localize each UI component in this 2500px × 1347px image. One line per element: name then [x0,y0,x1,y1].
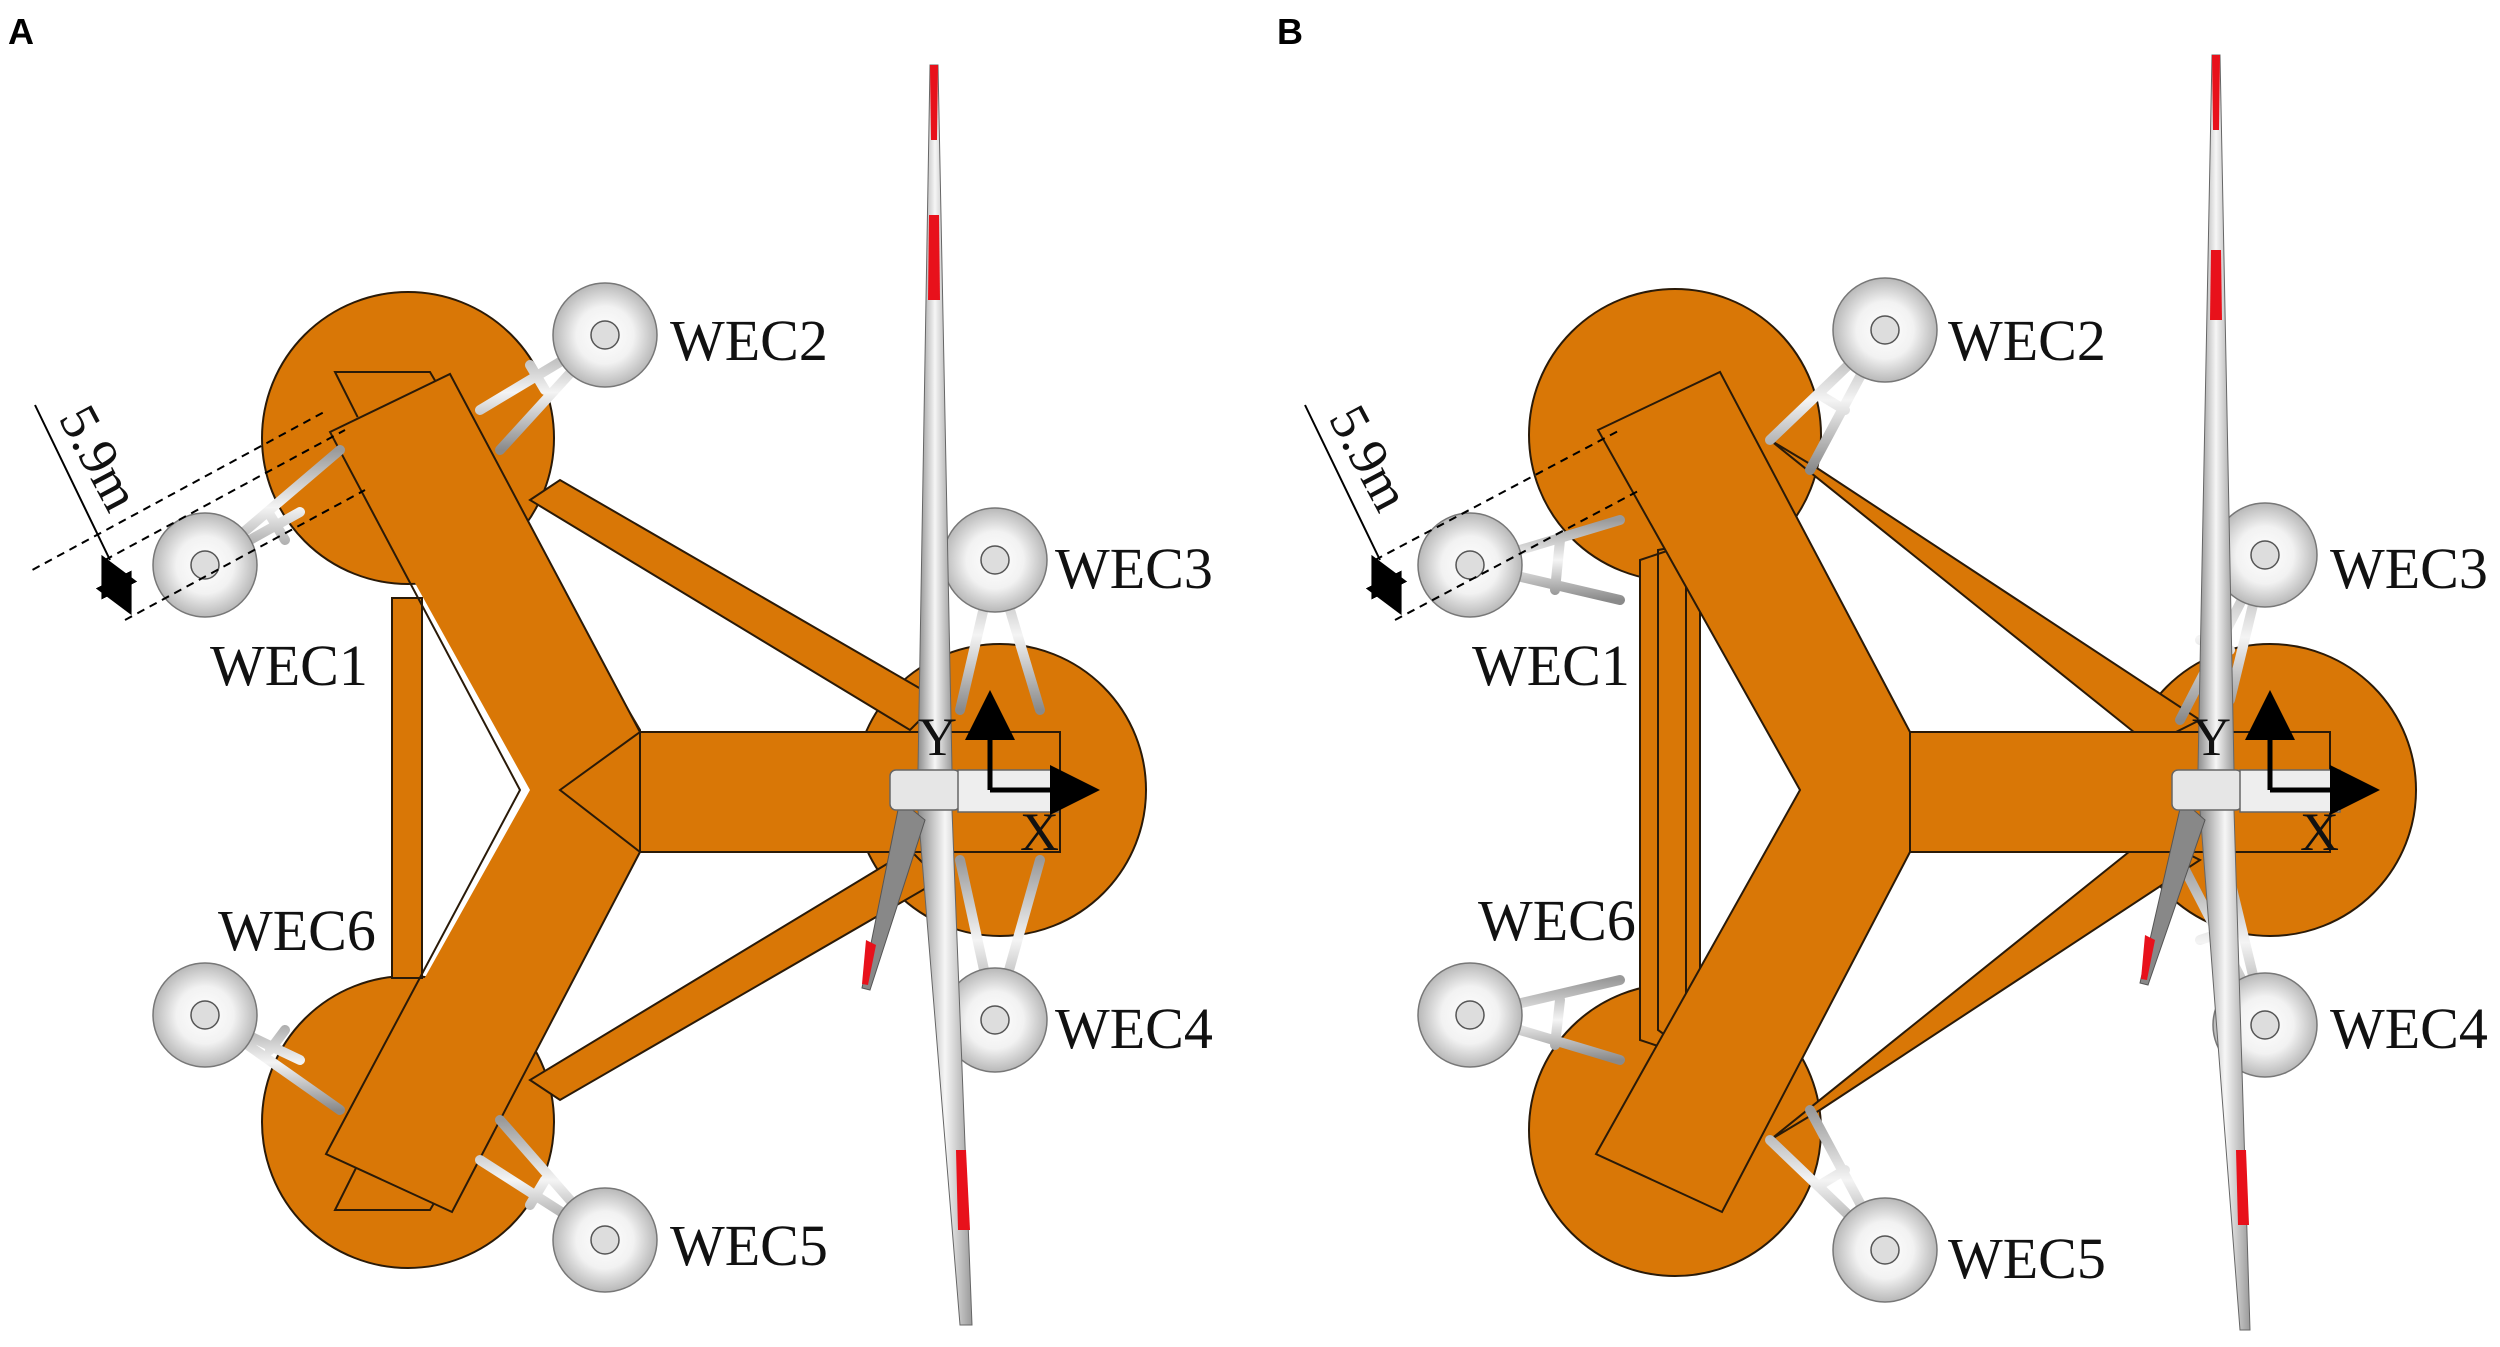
coordinate-axes: Y X [918,690,1100,862]
wec-label-1: WEC1 [210,633,368,698]
wec-float-1 [152,512,258,618]
wec-label-5: WEC5 [670,1213,828,1278]
turbine-rotor [2139,54,2341,1331]
wec-label-3: WEC3 [1055,536,1213,601]
wec-label-4: WEC4 [2330,996,2488,1061]
wec-float-4 [942,967,1048,1073]
wec-float-2 [552,282,658,388]
panel-letter: B [1277,11,1303,52]
axis-y-label: Y [2192,707,2231,767]
wec-float-6 [1417,962,1523,1068]
wec-float-3 [942,507,1048,613]
wec-float-3 [2212,502,2318,608]
coordinate-axes: Y X [2192,690,2380,862]
wec-label-2: WEC2 [670,308,828,373]
platform-bracing [391,478,942,1102]
wec-label-2: WEC2 [1948,308,2106,373]
wec-label-3: WEC3 [2330,536,2488,601]
wec-float-6 [152,962,258,1068]
wec-labels: WEC1 WEC2 WEC3 WEC4 WEC5 WEC6 [210,308,1213,1278]
wec-float-1 [1417,512,1523,618]
wec-label-6: WEC6 [218,898,376,963]
platform-y-pontoon [324,371,1061,1214]
wec-float-5 [1832,1197,1938,1303]
wec-float-5 [552,1187,658,1293]
wec-float-2 [1832,277,1938,383]
panel-b: B [1277,11,2488,1331]
wec-floats [1417,277,2318,1303]
axis-x-label: X [1020,802,1059,862]
wec-label-4: WEC4 [1055,996,1213,1061]
dimension-label: 5.9m [47,395,151,520]
axis-x-label: X [2300,802,2339,862]
wec-label-6: WEC6 [1478,888,1636,953]
axis-y-label: Y [918,707,957,767]
turbine-rotor [861,64,1059,1326]
wec-floats [152,282,1048,1293]
wec-label-5: WEC5 [1948,1226,2106,1291]
dimension-label: 5.9m [1317,395,1421,520]
panel-a: A [8,11,1213,1326]
wec-labels: WEC1 WEC2 WEC3 WEC4 WEC5 WEC6 [1472,308,2488,1291]
panel-letter: A [8,11,34,52]
wec-label-1: WEC1 [1472,633,1630,698]
